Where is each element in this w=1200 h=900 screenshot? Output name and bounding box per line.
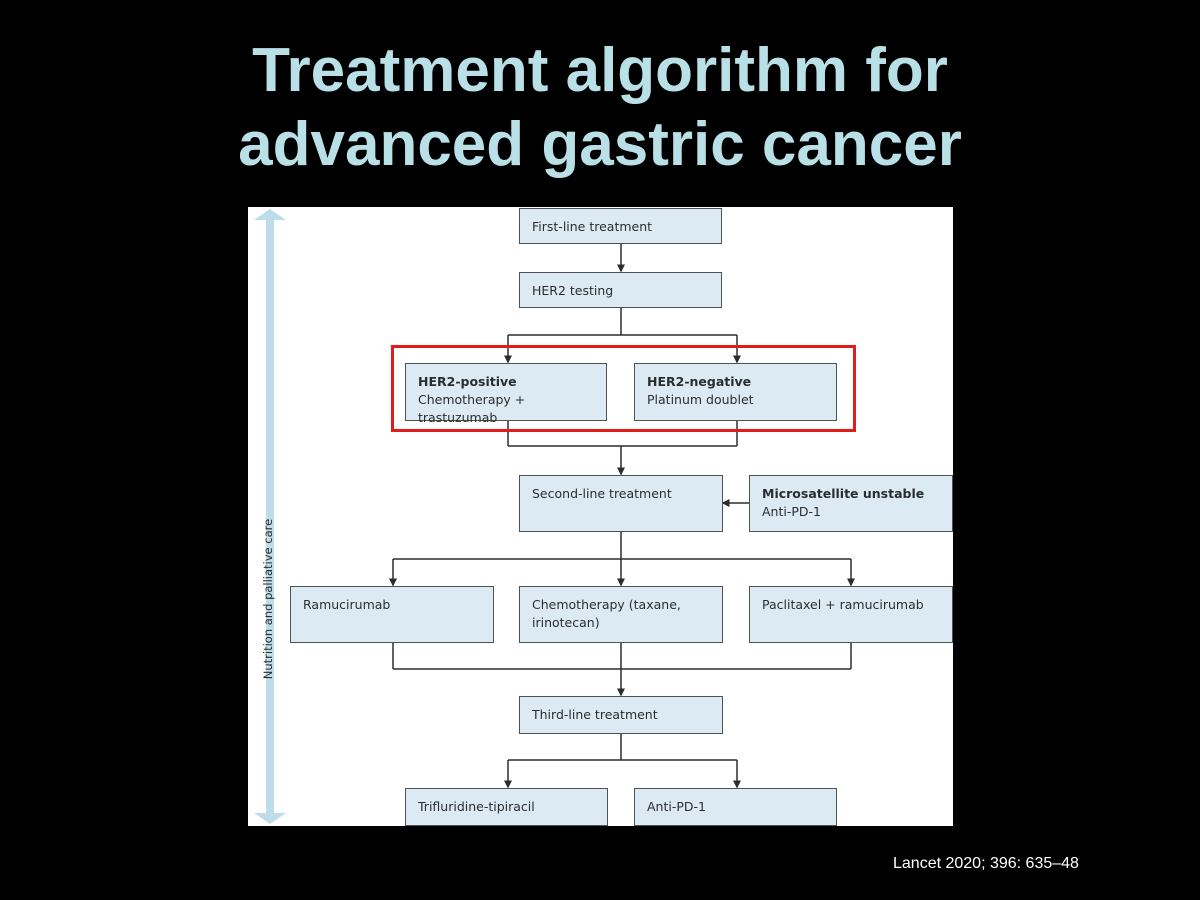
her2-positive-text: Chemotherapy + trastuzumab bbox=[418, 392, 526, 425]
citation: Lancet 2020; 396: 635–48 bbox=[893, 855, 1079, 872]
her2-negative-box: HER2-negative Platinum doublet bbox=[634, 363, 837, 421]
third-line-treatment-box: Third-line treatment bbox=[519, 696, 723, 734]
trifluridine-tipiracil-box: Trifluridine-tipiracil bbox=[405, 788, 608, 826]
anti-pd1-box: Anti-PD-1 bbox=[634, 788, 837, 826]
her2-positive-box: HER2-positive Chemotherapy + trastuzumab bbox=[405, 363, 607, 425]
title-line-2: advanced gastric cancer bbox=[238, 110, 962, 179]
her2-testing-box: HER2 testing bbox=[519, 272, 722, 308]
first-line-treatment-box: First-line treatment bbox=[519, 208, 722, 244]
chemotherapy-line-2: irinotecan) bbox=[532, 615, 600, 630]
her2-negative-text: Platinum doublet bbox=[647, 392, 754, 407]
ramucirumab-box: Ramucirumab bbox=[290, 586, 494, 643]
chemotherapy-line-1: Chemotherapy (taxane, bbox=[532, 597, 681, 612]
flowchart-figure: Nutrition and palliative care bbox=[248, 207, 953, 826]
her2-negative-heading: HER2-negative bbox=[647, 374, 752, 389]
second-line-treatment-box: Second-line treatment bbox=[519, 475, 723, 532]
msi-text: Anti-PD-1 bbox=[762, 504, 821, 519]
paclitaxel-ramucirumab-box: Paclitaxel + ramucirumab bbox=[749, 586, 953, 643]
slide-title: Treatment algorithm for advanced gastric… bbox=[0, 34, 1200, 182]
side-double-arrow bbox=[254, 209, 286, 824]
title-line-1: Treatment algorithm for bbox=[252, 36, 948, 105]
microsatellite-unstable-box: Microsatellite unstable Anti-PD-1 bbox=[749, 475, 953, 532]
her2-positive-heading: HER2-positive bbox=[418, 374, 517, 389]
first-line-highlight-frame bbox=[391, 345, 856, 432]
msi-heading: Microsatellite unstable bbox=[762, 486, 925, 501]
chemotherapy-box: Chemotherapy (taxane, irinotecan) bbox=[519, 586, 723, 643]
connector-lines bbox=[389, 243, 855, 789]
